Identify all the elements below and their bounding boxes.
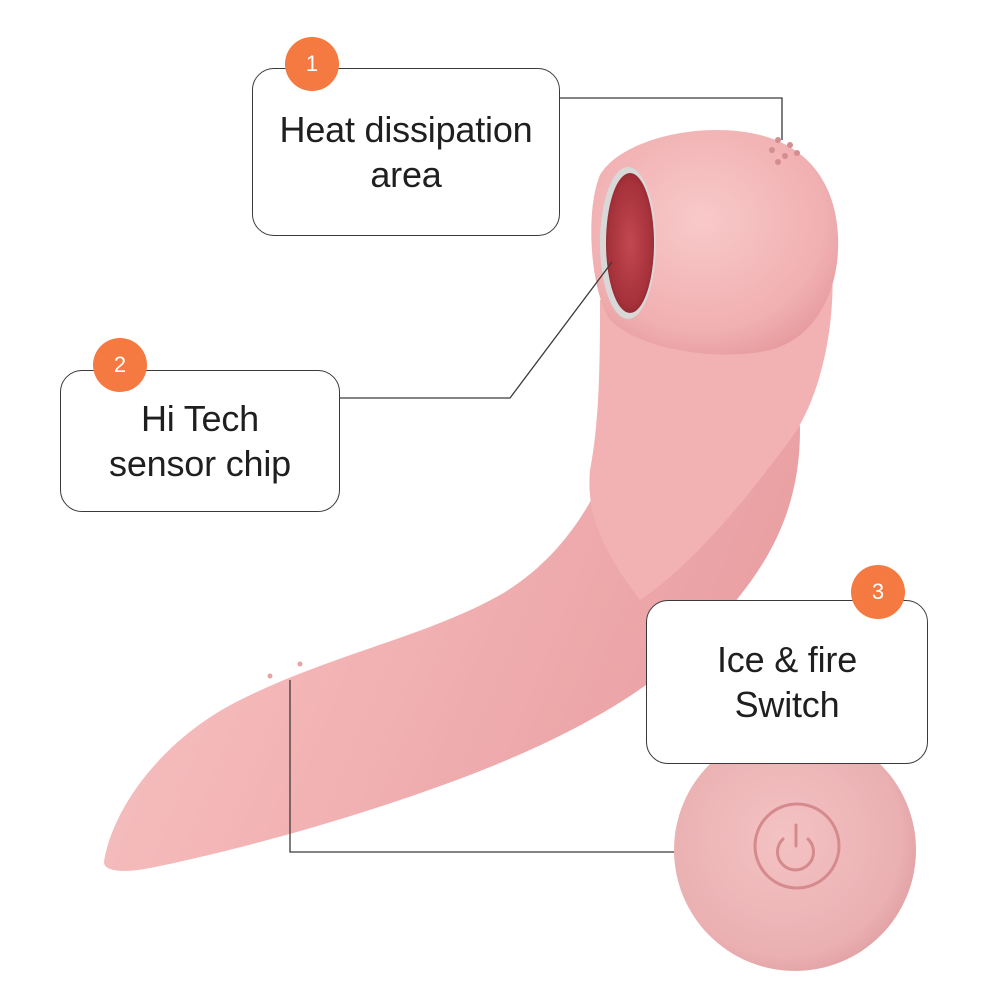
sensor-opening xyxy=(606,173,654,313)
handle-markings xyxy=(267,661,303,679)
number-badge: 2 xyxy=(93,338,147,392)
leader-line-3 xyxy=(289,680,676,853)
callout-text-line: Heat dissipation xyxy=(279,109,533,150)
vent-holes xyxy=(769,137,800,165)
callout-heat-dissipation: Heat dissipation area xyxy=(252,68,560,236)
callout-ice-fire-switch: Ice & fire Switch xyxy=(646,600,928,764)
power-icon xyxy=(753,802,841,890)
switch-zoom-circle xyxy=(674,729,916,971)
callout-text-line: sensor chip xyxy=(109,443,291,484)
number-badge: 1 xyxy=(285,37,339,91)
callout-sensor-chip: Hi Tech sensor chip xyxy=(60,370,340,512)
number-badge: 3 xyxy=(851,565,905,619)
callout-text-line: Switch xyxy=(734,684,840,725)
callout-text-line: Ice & fire xyxy=(716,639,858,680)
leader-line-1 xyxy=(560,97,783,140)
leader-line-2 xyxy=(340,261,613,399)
product-head xyxy=(591,129,839,355)
callout-text-line: Hi Tech xyxy=(141,398,259,439)
callout-text-line: area xyxy=(370,154,442,195)
